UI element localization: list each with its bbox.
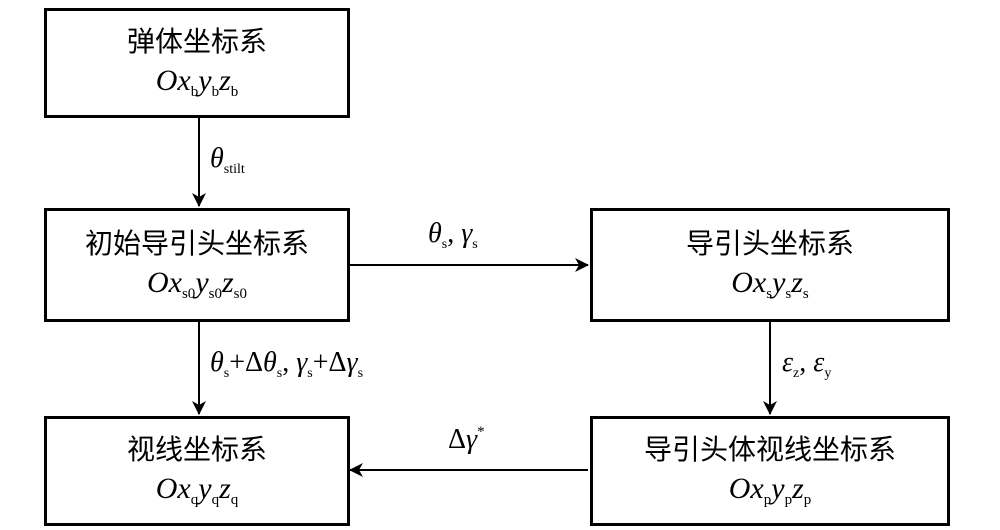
node-title: 导引头体视线坐标系 <box>643 432 896 466</box>
node-title: 弹体坐标系 <box>126 24 267 58</box>
node-axes: Oxpypzp <box>728 471 812 508</box>
node-body-frame: 弹体坐标系 Oxbybzb <box>44 8 350 118</box>
edge-label-seekerlos-to-los: Δγ* <box>448 424 485 455</box>
node-axes: Oxqyqzq <box>155 471 239 508</box>
node-initial-seeker-frame: 初始导引头坐标系 Oxs0ys0zs0 <box>44 208 350 322</box>
node-axes: Oxs0ys0zs0 <box>146 265 248 302</box>
node-seeker-frame: 导引头坐标系 Oxsyszs <box>590 208 950 322</box>
edge-label-seeker-to-seekerlos: εz, εy <box>782 347 832 381</box>
node-title: 初始导引头坐标系 <box>84 226 309 260</box>
node-axes: Oxsyszs <box>731 265 809 302</box>
edge-label-initial-to-los: θs+Δθs, γs+Δγs <box>210 347 364 381</box>
edge-label-initial-to-seeker: θs, γs <box>428 218 478 252</box>
node-los-frame: 视线坐标系 Oxqyqzq <box>44 416 350 526</box>
edge-label-body-to-initial: θstilt <box>210 143 245 177</box>
node-title: 视线坐标系 <box>126 432 267 466</box>
node-seeker-los-frame: 导引头体视线坐标系 Oxpypzp <box>590 416 950 526</box>
node-title: 导引头坐标系 <box>685 226 854 260</box>
node-axes: Oxbybzb <box>155 63 239 100</box>
